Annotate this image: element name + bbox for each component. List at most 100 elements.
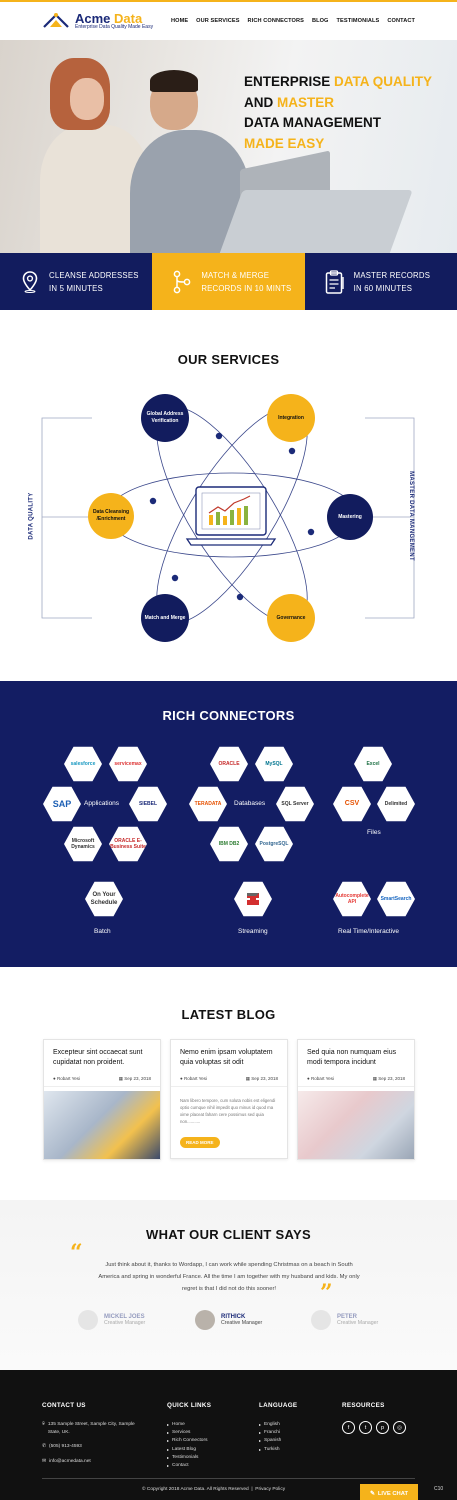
footer-email[interactable]: info@acmedata.net bbox=[49, 1458, 91, 1464]
footer-phone[interactable]: (505) 913-4593 bbox=[49, 1444, 82, 1450]
hero-banner: ENTERPRISE DATA QUALITY AND MASTER DATA … bbox=[0, 40, 457, 253]
pinterest-icon[interactable]: p bbox=[376, 1421, 389, 1434]
hero-line1a: ENTERPRISE bbox=[244, 74, 335, 89]
feature-cleanse-line1: CLEANSE ADDRESSES bbox=[49, 270, 139, 280]
chevron-right-icon: ▸ bbox=[167, 1438, 170, 1444]
language-franchi[interactable]: Franchi bbox=[264, 1430, 281, 1436]
node-data-cleansing[interactable]: Data Cleansing /Enrichment bbox=[88, 493, 134, 539]
connectors-title: RICH CONNECTORS bbox=[162, 708, 295, 723]
language-turkish[interactable]: Turkish bbox=[264, 1446, 280, 1452]
services-section: OUR SERVICES Global Ad bbox=[0, 310, 457, 681]
user-icon: ● bbox=[53, 1076, 56, 1081]
language-spanish[interactable]: Spanish bbox=[264, 1438, 282, 1444]
logo-tagline: Enterprise Data Quality Made Easy bbox=[75, 24, 154, 30]
feature-master-line2: IN 60 MINUTES bbox=[353, 283, 413, 293]
autocomplete-api-logo: Autocomplete API bbox=[333, 881, 371, 917]
blog-card-3[interactable]: Sed quia non numquam eius modi tempora i… bbox=[297, 1039, 415, 1160]
chevron-right-icon: ▸ bbox=[259, 1446, 262, 1452]
chevron-right-icon: ▸ bbox=[259, 1438, 262, 1444]
clipboard-icon bbox=[325, 269, 345, 295]
node-mastering[interactable]: Mastering bbox=[327, 494, 373, 540]
nav-testimonials[interactable]: TESTIMONIALS bbox=[336, 18, 380, 24]
nav-contact[interactable]: CONTACT bbox=[387, 18, 415, 24]
salesforce-logo: salesforce bbox=[64, 746, 102, 782]
services-title: OUR SERVICES bbox=[177, 352, 280, 367]
calendar-icon: ▦ bbox=[245, 1076, 250, 1081]
hero-photo-woman-face bbox=[70, 78, 104, 120]
nav-home[interactable]: HOME bbox=[170, 18, 189, 24]
language-english[interactable]: English bbox=[264, 1422, 280, 1427]
connectors-section: RICH CONNECTORS salesforce servicemax SA… bbox=[0, 681, 457, 967]
calendar-icon: ▦ bbox=[372, 1076, 377, 1081]
streaming-label: Streaming bbox=[238, 928, 268, 935]
label-data-quality: DATA QUALITY bbox=[28, 492, 35, 540]
blog-card-excerpt: Nam libero tempore, cum soluta nobis est… bbox=[180, 1098, 276, 1124]
blog-card-image[interactable] bbox=[44, 1091, 160, 1159]
footer-link-contact[interactable]: Contact bbox=[172, 1463, 189, 1469]
microsoft-dynamics-logo: Microsoft Dynamics bbox=[64, 826, 102, 862]
footer-link-connectors[interactable]: Rich Connectors bbox=[172, 1438, 208, 1444]
footer-divider bbox=[42, 1478, 415, 1479]
blog-card-title[interactable]: Sed quia non numquam eius modi tempora i… bbox=[307, 1049, 397, 1066]
feature-master[interactable]: MASTER RECORDS IN 60 MINUTES bbox=[304, 253, 457, 310]
oracle-logo: ORACLE bbox=[210, 746, 248, 782]
footer-contact: CONTACT US ⌾135 Sample Street, Sample Ci… bbox=[42, 1402, 137, 1466]
footer-link-blog[interactable]: Latest Blog bbox=[172, 1446, 197, 1452]
teradata-logo: TERADATA bbox=[189, 786, 227, 822]
nav-blog[interactable]: BLOG bbox=[311, 18, 329, 24]
email-icon: ✉ bbox=[42, 1458, 47, 1464]
testimonial-quote: Just think about it, thanks to Wordapp, … bbox=[98, 1262, 360, 1292]
blog-card-1[interactable]: Excepteur sint occaecat sunt cupidatat n… bbox=[43, 1039, 161, 1160]
person-role: Creative Manager bbox=[104, 1320, 146, 1326]
batch-label: Batch bbox=[94, 928, 111, 935]
footer-contact-title: CONTACT US bbox=[42, 1402, 86, 1409]
read-more-button[interactable]: READ MORE bbox=[180, 1137, 220, 1148]
footer-link-services[interactable]: Services bbox=[172, 1430, 191, 1436]
facebook-icon[interactable]: f bbox=[342, 1421, 355, 1434]
logo[interactable]: Acme Data Enterprise Data Quality Made E… bbox=[42, 11, 153, 31]
footer-link-home[interactable]: Home bbox=[172, 1422, 185, 1427]
nav-our-services[interactable]: OUR SERVICES bbox=[196, 18, 240, 24]
site-header: Acme Data Enterprise Data Quality Made E… bbox=[0, 2, 457, 40]
blog-card-author: ● Robart Yesi bbox=[307, 1076, 335, 1081]
oracle-ebs-logo: ORACLE E-Business Suite bbox=[109, 826, 147, 862]
delimited-hex: Delimited bbox=[377, 786, 415, 822]
nav-rich-connectors[interactable]: RICH CONNECTORS bbox=[247, 18, 304, 24]
node-governance[interactable]: Governance bbox=[267, 594, 315, 642]
mysql-logo: MySQL bbox=[255, 746, 293, 782]
blog-card-title[interactable]: Excepteur sint occaecat sunt cupidatat n… bbox=[53, 1049, 143, 1066]
footer-language: LANGUAGE ▸English ▸Franchi ▸Spanish ▸Tur… bbox=[259, 1402, 297, 1454]
blog-card-image[interactable] bbox=[298, 1091, 414, 1159]
twitter-icon[interactable]: t bbox=[359, 1421, 372, 1434]
person-name: RITHICK bbox=[221, 1314, 246, 1320]
batch-hex: On Your Schedule bbox=[85, 881, 123, 917]
user-icon: ● bbox=[180, 1076, 183, 1081]
node-match-merge[interactable]: Match and Merge bbox=[141, 594, 189, 642]
live-chat-button[interactable]: ✎LIVE CHAT bbox=[360, 1484, 418, 1500]
node-integration[interactable]: Integration bbox=[267, 394, 315, 442]
chevron-right-icon: ▸ bbox=[167, 1463, 170, 1469]
databases-label: Databases bbox=[234, 800, 266, 807]
blog-card-title[interactable]: Nemo enim ipsam voluptatem quia voluptas… bbox=[180, 1049, 273, 1066]
privacy-policy-link[interactable]: Privacy Policy bbox=[255, 1487, 286, 1492]
blog-card-2[interactable]: Nemo enim ipsam voluptatem quia voluptas… bbox=[170, 1039, 288, 1159]
hero-photo-man-hair bbox=[150, 70, 198, 92]
footer-language-title: LANGUAGE bbox=[259, 1402, 298, 1409]
feature-match-line2: RECORDS IN 10 MINTS bbox=[201, 283, 292, 293]
instagram-icon[interactable]: ◎ bbox=[393, 1421, 406, 1434]
node-global-address[interactable]: Global Address Verification bbox=[141, 394, 189, 442]
footer-link-testimonials[interactable]: Testimonials bbox=[172, 1454, 199, 1460]
feature-master-line1: MASTER RECORDS bbox=[353, 270, 431, 280]
person-role: Creative Manager bbox=[221, 1320, 263, 1326]
blog-card-date: ▦ Sep 23, 2018 bbox=[372, 1076, 405, 1081]
merge-icon bbox=[172, 269, 192, 295]
footer-copyright: © Copyright 2018 Acme Data. All Rights R… bbox=[142, 1487, 286, 1492]
testimonials-title: WHAT OUR CLIENT SAYS bbox=[146, 1227, 311, 1242]
calendar-icon: ▦ bbox=[118, 1076, 123, 1081]
siebel-logo: SIEBEL bbox=[129, 786, 167, 822]
